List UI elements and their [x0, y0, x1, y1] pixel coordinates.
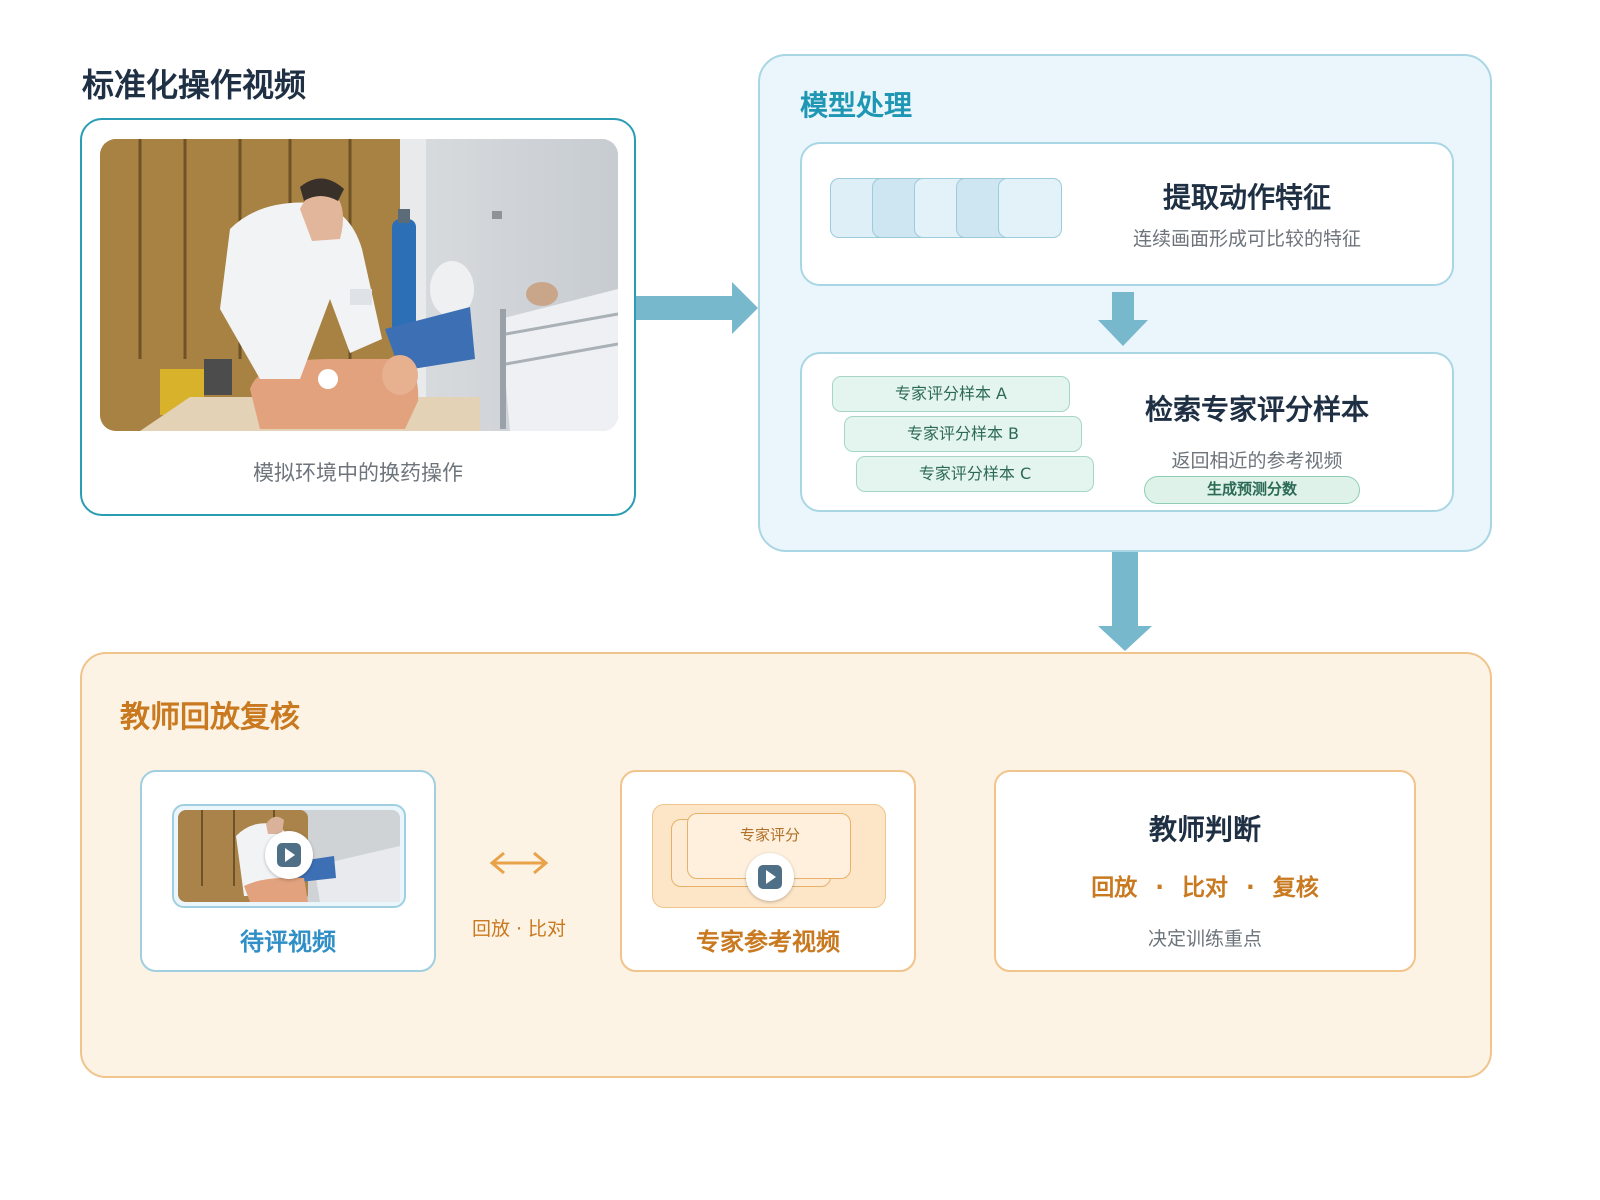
pending-video-label: 待评视频: [240, 928, 336, 956]
review-section-title: 教师回放复核: [120, 700, 300, 735]
feature-step-subtitle: 连续画面形成可比较的特征: [1132, 228, 1361, 250]
judge-actions: 回放 · 比对 · 复核: [1091, 875, 1319, 901]
video-section-title: 标准化操作视频: [82, 66, 307, 104]
retrieve-step-subtitle: 返回相近的参考视频: [1171, 450, 1343, 472]
pending-video-thumbnail[interactable]: [172, 804, 406, 908]
expert-sample-a: 专家评分样本 A: [832, 376, 1070, 412]
play-icon: [277, 843, 301, 867]
operation-video-image: [100, 139, 618, 431]
arrow-down-icon: [1098, 292, 1148, 346]
expert-reference-card[interactable]: 专家评分 专家参考视频: [620, 770, 916, 972]
model-processing-panel: 模型处理 提取动作特征 连续画面形成可比较的特征 专家评分样本 A 专家评分样本…: [758, 54, 1492, 552]
expert-card-label: 专家评分: [739, 826, 800, 844]
teacher-judgement-card: 教师判断 回放 · 比对 · 复核 决定训练重点: [994, 770, 1416, 972]
model-section-title: 模型处理: [800, 89, 913, 122]
expert-video-stack[interactable]: 专家评分: [652, 804, 886, 908]
pending-video-card[interactable]: 待评视频: [140, 770, 436, 972]
compare-label: 回放 · 比对: [471, 918, 567, 940]
teacher-review-panel: 教师回放复核 待评视频 回放 · 比对: [80, 652, 1492, 1078]
arrow-right-icon: [636, 282, 758, 334]
video-card: 模拟环境中的换药操作: [80, 118, 636, 516]
play-icon: [758, 865, 782, 889]
predicted-score-pill: 生成预测分数: [1144, 476, 1360, 504]
double-arrow-icon: [489, 851, 549, 875]
feature-extraction-card: 提取动作特征 连续画面形成可比较的特征: [800, 142, 1454, 286]
expert-sample-c: 专家评分样本 C: [856, 456, 1094, 492]
arrow-down-icon: [1098, 552, 1152, 651]
expert-retrieval-card: 专家评分样本 A 专家评分样本 B 专家评分样本 C 检索专家评分样本 返回相近…: [800, 352, 1454, 512]
play-button[interactable]: [265, 831, 313, 879]
judge-subtitle: 决定训练重点: [1147, 928, 1262, 950]
feature-step-title: 提取动作特征: [1162, 181, 1331, 214]
expert-sample-b: 专家评分样本 B: [844, 416, 1082, 452]
video-caption: 模拟环境中的换药操作: [253, 461, 463, 485]
expert-video-label: 专家参考视频: [696, 928, 840, 956]
play-button[interactable]: [746, 853, 794, 901]
judge-title: 教师判断: [1148, 813, 1261, 846]
retrieve-step-title: 检索专家评分样本: [1144, 393, 1369, 426]
frame-tile: [998, 178, 1062, 238]
operation-video-frame[interactable]: [100, 139, 618, 431]
